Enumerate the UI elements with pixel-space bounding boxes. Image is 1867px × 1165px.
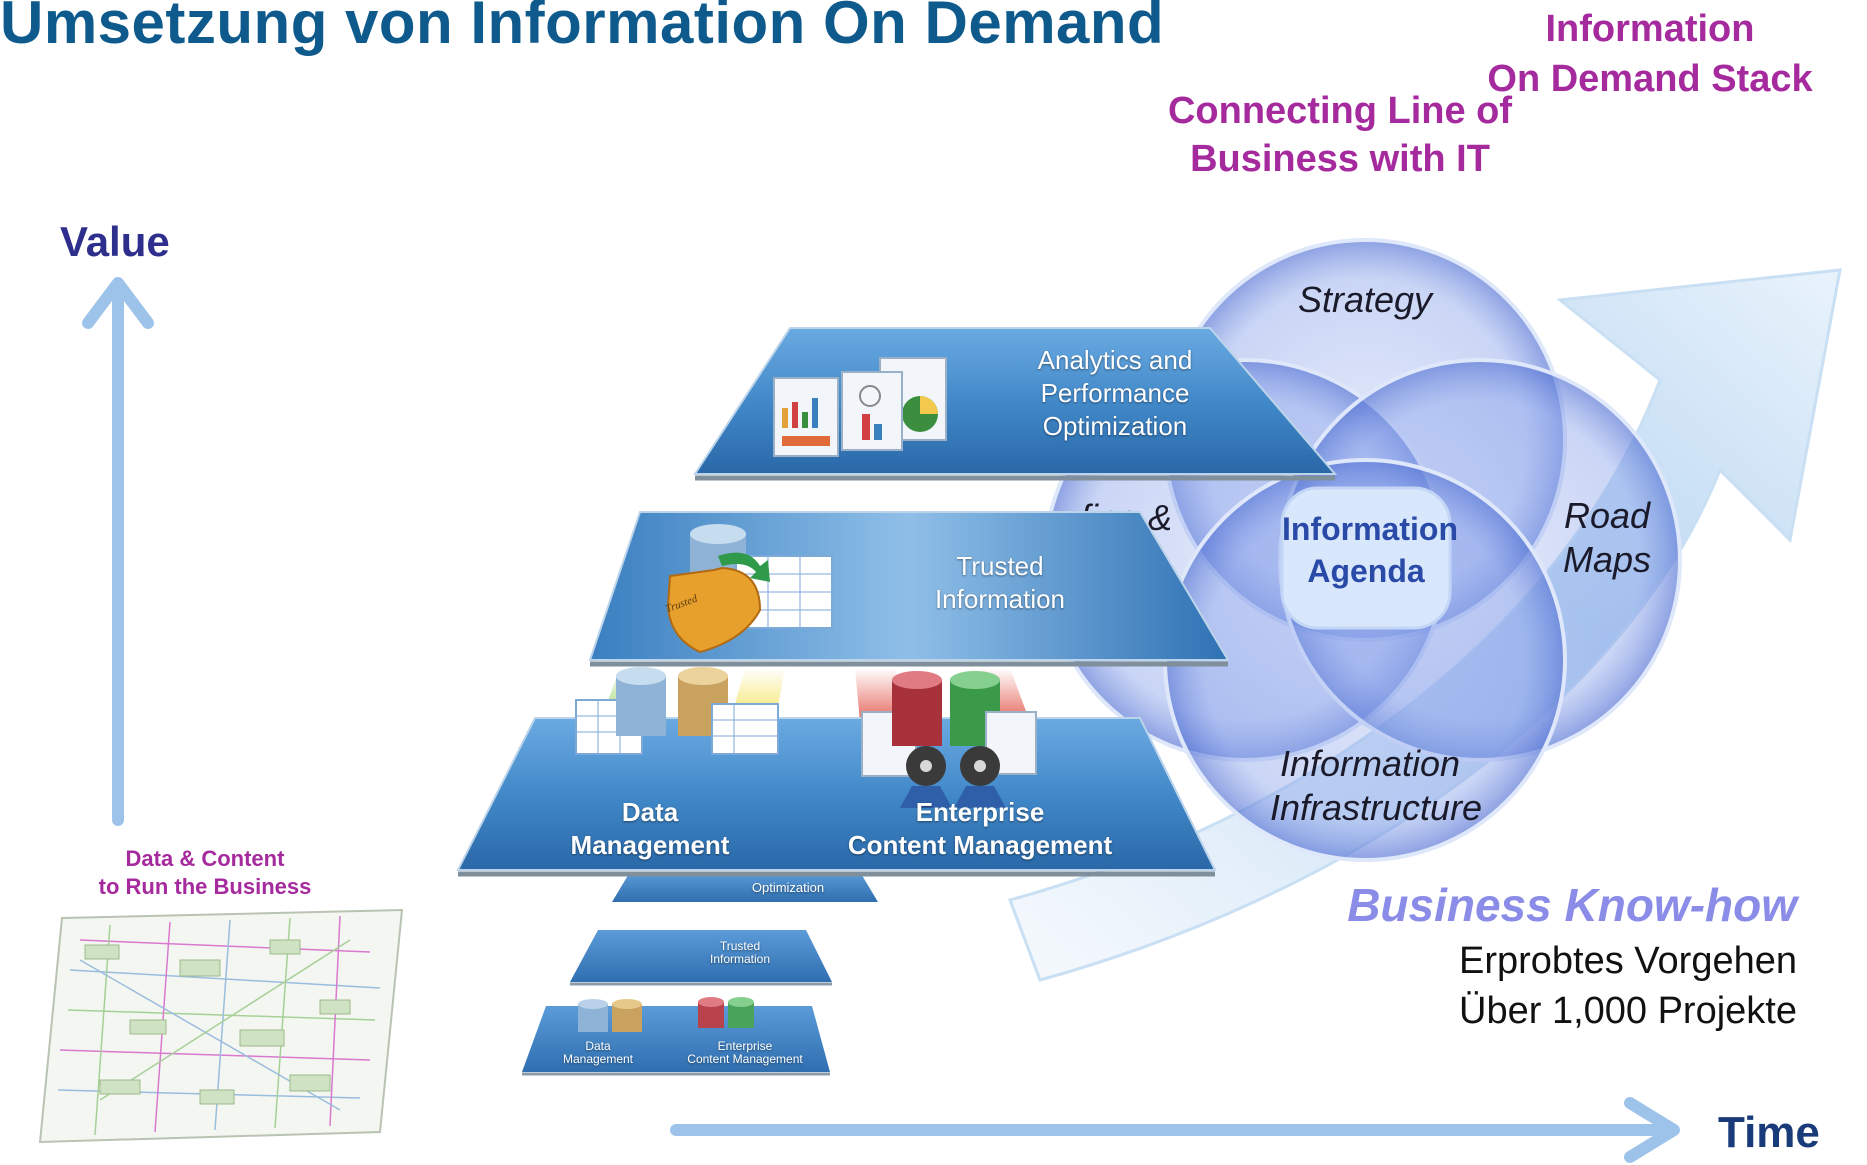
small-layer-optimization: [612, 872, 878, 902]
know-how-heading: Business Know-how: [1347, 879, 1797, 931]
small-database-icon: [578, 997, 754, 1032]
know-how-line-1: Erprobtes Vorgehen: [1458, 940, 1797, 982]
report-icon: [773, 357, 947, 457]
stack-heading-line2: On Demand Stack: [1487, 58, 1813, 100]
know-how-line-2: Über 1,000 Projekte: [1459, 990, 1797, 1032]
value-axis-arrow: [82, 277, 154, 826]
time-axis-arrow: [670, 1097, 1680, 1163]
agenda-center-tile: [1280, 486, 1452, 630]
database-icon: [575, 667, 779, 755]
legacy-system-map: [38, 908, 404, 1144]
time-axis-label: Time: [1718, 1108, 1820, 1157]
value-axis-label: Value: [60, 218, 170, 265]
connecting-heading-line2: Business with IT: [1190, 138, 1490, 180]
film-reel-icon: [900, 746, 1006, 808]
trusted-data-icon: [666, 524, 833, 654]
page-title: Umsetzung von Information On Demand: [0, 0, 1165, 56]
venn-label-strategy: Strategy: [1297, 279, 1433, 320]
small-label-optimization: Optimization: [751, 880, 825, 895]
small-layer-trusted: [570, 930, 832, 982]
stack-heading-line1: Information: [1545, 8, 1755, 50]
connecting-heading-line1: Connecting Line of: [1167, 90, 1513, 132]
